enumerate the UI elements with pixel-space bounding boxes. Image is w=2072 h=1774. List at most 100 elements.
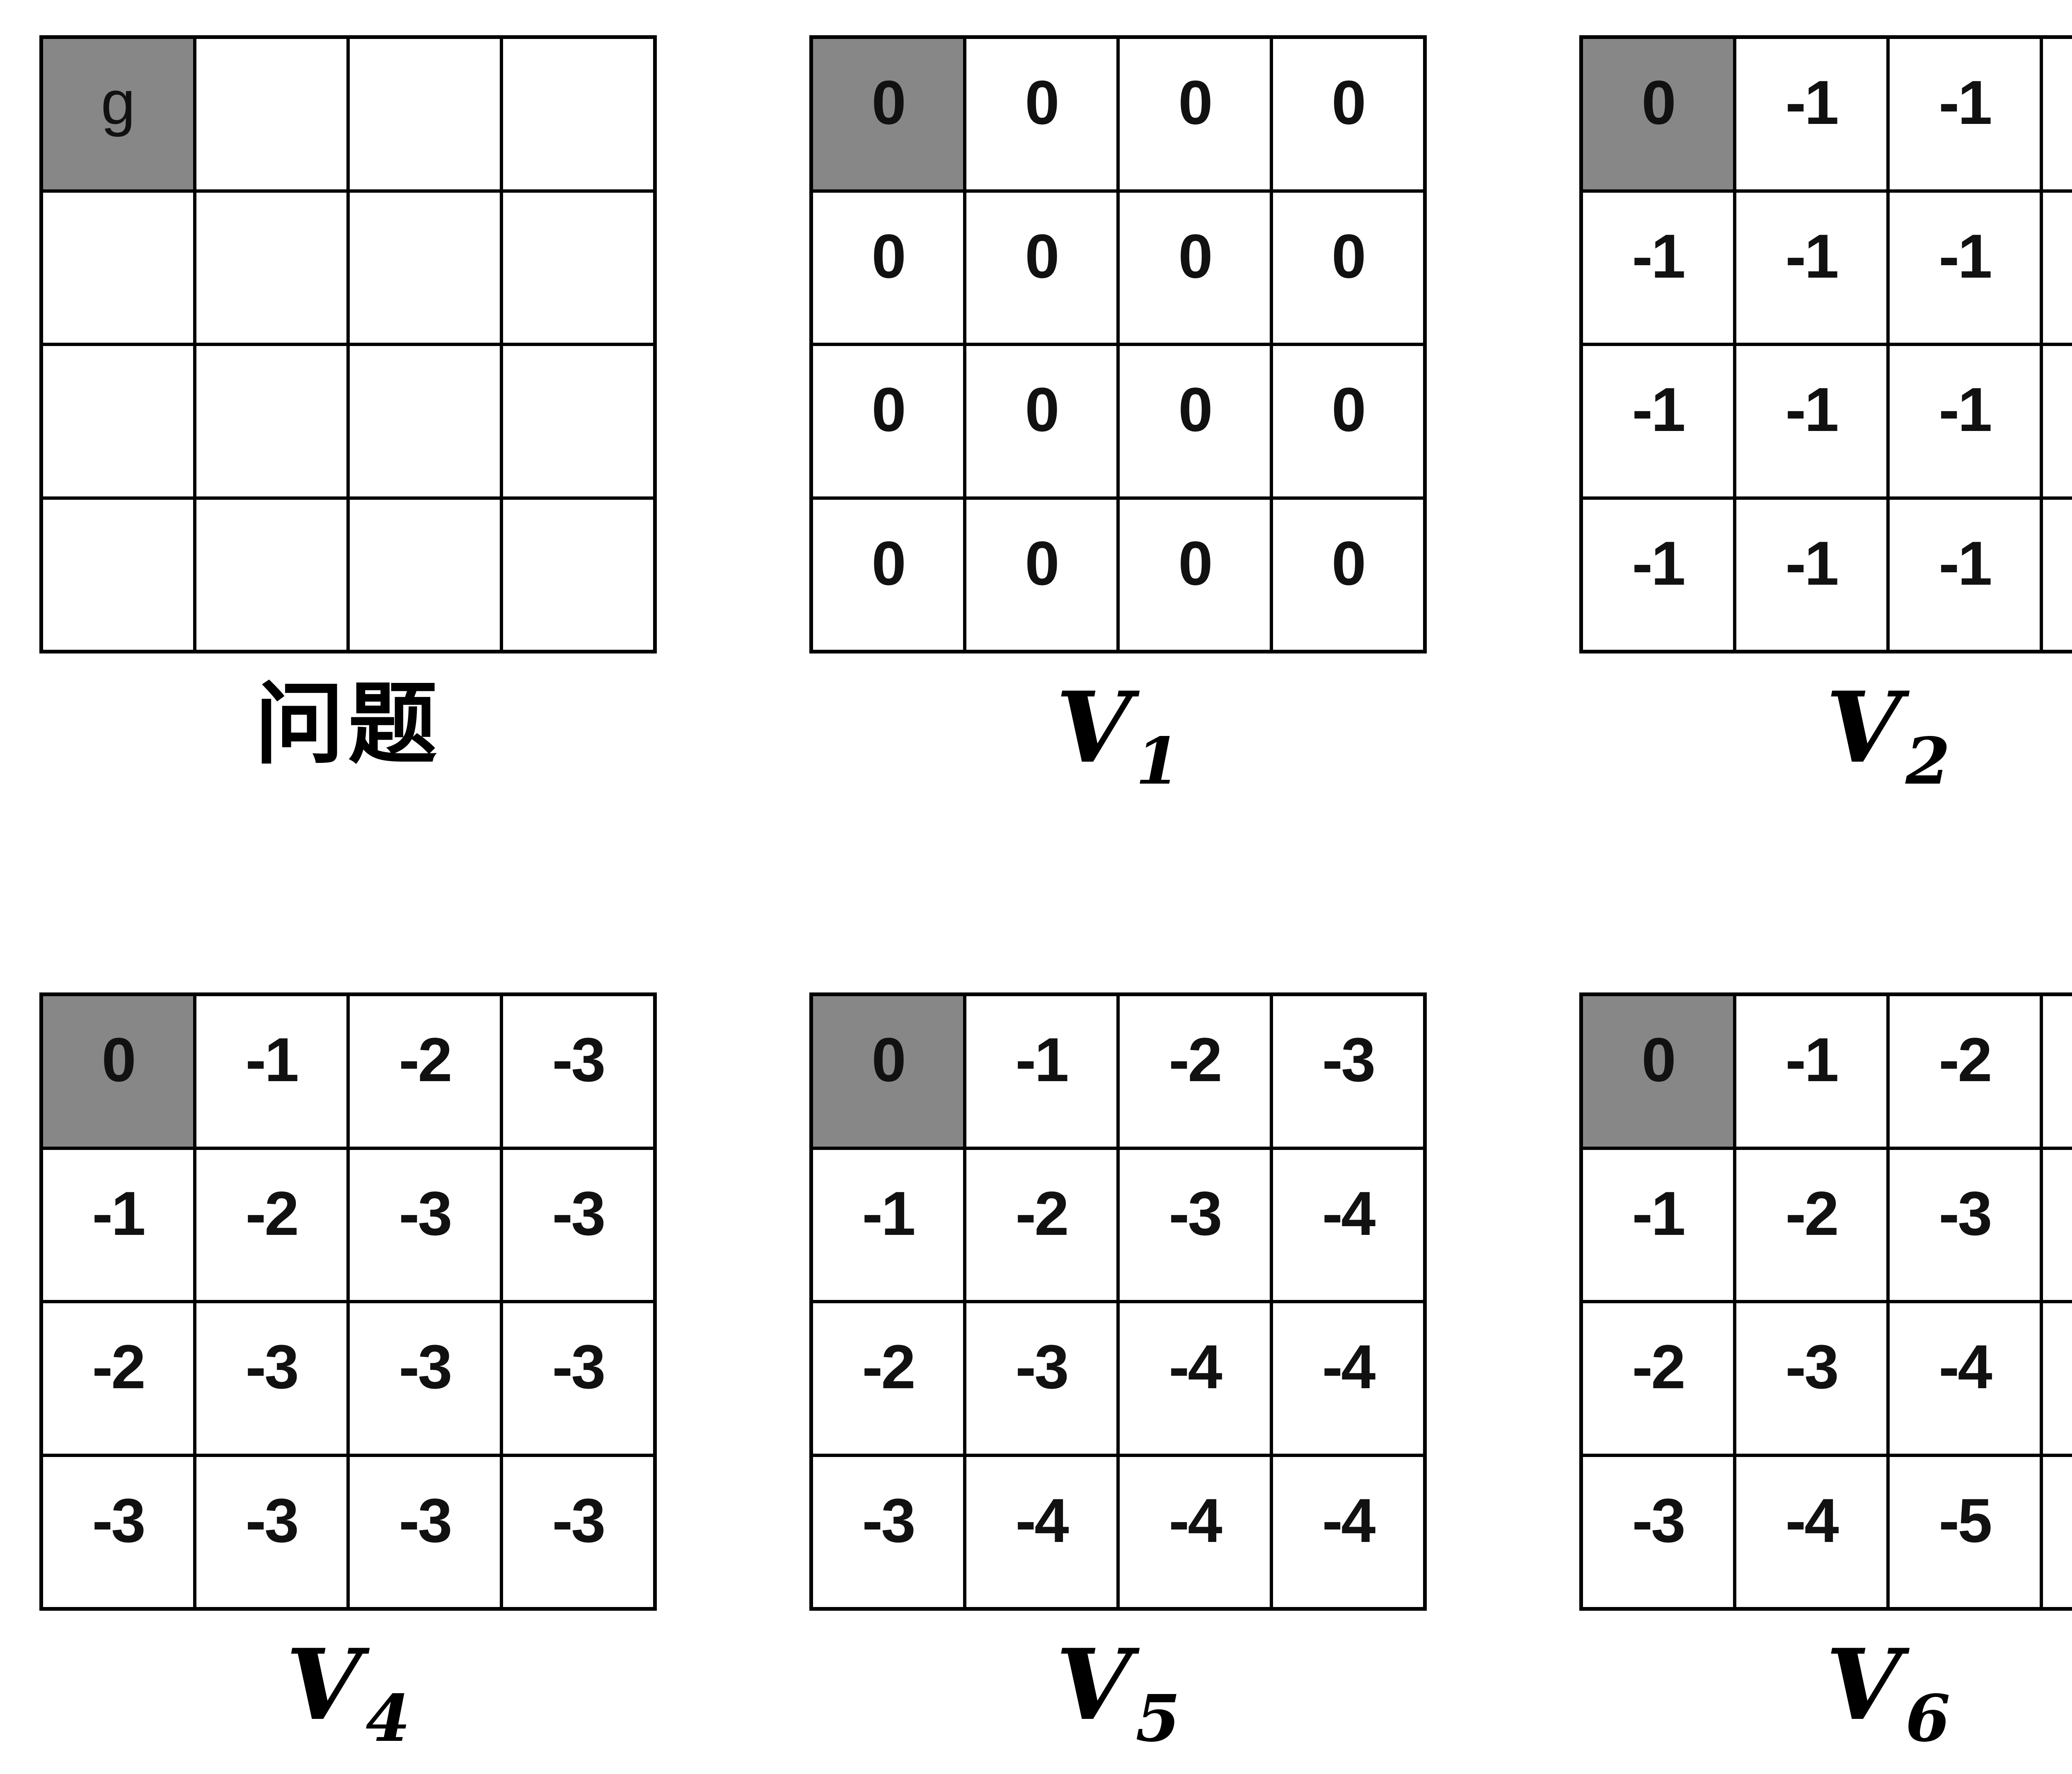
grid-cell-problem-r3c1 bbox=[195, 498, 348, 651]
cell-value: -5 bbox=[1939, 1485, 1992, 1555]
cell-value: -4 bbox=[1322, 1332, 1375, 1402]
grid-cell-problem-r3c3 bbox=[501, 498, 655, 651]
grid-cell-V2-r1c1: -1 bbox=[1735, 191, 1888, 344]
value-grid-V2: 0-1-1-1-1-1-1-1-1-1-1-1-1-1-1-1 bbox=[1579, 35, 2072, 653]
grid-cell-V2-r0c1: -1 bbox=[1735, 37, 1888, 191]
grid-cell-V5-r1c0: -1 bbox=[811, 1148, 965, 1302]
cell-value: 0 bbox=[871, 528, 906, 598]
cell-value: -4 bbox=[1785, 1485, 1839, 1555]
grid-cell-V2-r1c2: -1 bbox=[1888, 191, 2041, 344]
cell-value: -1 bbox=[1632, 1178, 1685, 1248]
grid-cell-V5-r2c3: -4 bbox=[1271, 1302, 1425, 1455]
cell-value: -4 bbox=[1322, 1178, 1375, 1248]
value-grid-V5: 0-1-2-3-1-2-3-4-2-3-4-4-3-4-4-4 bbox=[809, 992, 1427, 1611]
grid-cell-V4-r3c2: -3 bbox=[348, 1455, 501, 1609]
cell-value: -1 bbox=[1785, 1025, 1839, 1095]
value-grid-problem: g bbox=[39, 35, 657, 653]
cell-value: -4 bbox=[1015, 1485, 1069, 1555]
cell-value: -2 bbox=[92, 1332, 145, 1402]
cell-value: -2 bbox=[245, 1178, 299, 1248]
grid-cell-V2-r3c0: -1 bbox=[1581, 498, 1735, 651]
label-text: 问题 bbox=[255, 671, 441, 776]
cell-value: 0 bbox=[1178, 68, 1213, 138]
grid-cell-V6-r1c2: -3 bbox=[1888, 1148, 2041, 1302]
cell-value: -4 bbox=[1169, 1332, 1222, 1402]
cell-value: 0 bbox=[1178, 528, 1213, 598]
cell-value: -3 bbox=[245, 1485, 299, 1555]
grid-cell-V6-r3c0: -3 bbox=[1581, 1455, 1735, 1609]
grid-cell-V1-r1c3: 0 bbox=[1271, 191, 1425, 344]
grid-cell-problem-r2c3 bbox=[501, 344, 655, 498]
grid-label-problem: 问题 bbox=[255, 679, 441, 816]
grid-block-problem: g 问题 bbox=[39, 35, 657, 816]
cell-value: 0 bbox=[1178, 221, 1213, 291]
grid-cell-V4-r3c3: -3 bbox=[501, 1455, 655, 1609]
cell-value: -3 bbox=[1015, 1332, 1069, 1402]
grid-cell-V5-r2c1: -3 bbox=[965, 1302, 1118, 1455]
grid-cell-V1-r2c2: 0 bbox=[1118, 344, 1271, 498]
cell-value: -2 bbox=[1632, 1332, 1685, 1402]
label-variable: V bbox=[1825, 670, 1902, 785]
cell-value: -3 bbox=[1169, 1178, 1222, 1248]
grid-cell-V5-r0c2: -2 bbox=[1118, 995, 1271, 1148]
grid-cell-problem-r1c2 bbox=[348, 191, 501, 344]
grid-cell-problem-r0c2 bbox=[348, 37, 501, 191]
cell-value: -1 bbox=[245, 1025, 299, 1095]
label-variable: V bbox=[1825, 1628, 1902, 1742]
cell-value: 0 bbox=[1331, 221, 1366, 291]
grid-cell-V6-r2c2: -4 bbox=[1888, 1302, 2041, 1455]
cell-value: -3 bbox=[1322, 1025, 1375, 1095]
grid-cell-V6-r0c1: -1 bbox=[1735, 995, 1888, 1148]
grid-cell-V4-r3c0: -3 bbox=[41, 1455, 195, 1609]
grid-cell-V4-r0c1: -1 bbox=[195, 995, 348, 1148]
cell-value: 0 bbox=[871, 68, 906, 138]
grid-cell-V1-r0c2: 0 bbox=[1118, 37, 1271, 191]
grid-cell-V1-r2c1: 0 bbox=[965, 344, 1118, 498]
grid-cell-V2-r1c0: -1 bbox=[1581, 191, 1735, 344]
grid-cell-V1-r2c3: 0 bbox=[1271, 344, 1425, 498]
cell-value: 0 bbox=[1025, 528, 1059, 598]
cell-value: -2 bbox=[862, 1332, 915, 1402]
grid-cell-V6-r1c1: -2 bbox=[1735, 1148, 1888, 1302]
grid-cell-V6-r0c2: -2 bbox=[1888, 995, 2041, 1148]
grid-cell-V1-r3c0: 0 bbox=[811, 498, 965, 651]
grid-cell-V4-r2c2: -3 bbox=[348, 1302, 501, 1455]
cell-value: g bbox=[101, 68, 136, 138]
value-grid-V4: 0-1-2-3-1-2-3-3-2-3-3-3-3-3-3-3 bbox=[39, 992, 657, 1611]
grid-cell-problem-r0c3 bbox=[501, 37, 655, 191]
goal-cell-V1: 0 bbox=[811, 37, 965, 191]
grid-cell-V1-r1c1: 0 bbox=[965, 191, 1118, 344]
grid-cell-V4-r1c0: -1 bbox=[41, 1148, 195, 1302]
grid-cell-V4-r3c1: -3 bbox=[195, 1455, 348, 1609]
cell-value: -3 bbox=[552, 1025, 605, 1095]
cell-value: -3 bbox=[399, 1178, 452, 1248]
cell-value: -1 bbox=[1939, 221, 1992, 291]
grid-cell-V4-r2c0: -2 bbox=[41, 1302, 195, 1455]
grid-cell-V2-r2c2: -1 bbox=[1888, 344, 2041, 498]
grid-cell-V4-r1c2: -3 bbox=[348, 1148, 501, 1302]
value-grid-V6: 0-1-2-3-1-2-3-4-2-3-4-5-3-4-5-5 bbox=[1579, 992, 2072, 1611]
grid-cell-problem-r2c0 bbox=[41, 344, 195, 498]
cell-value: -3 bbox=[1785, 1332, 1839, 1402]
label-subscript: 6 bbox=[1905, 1680, 1951, 1756]
cell-value: -4 bbox=[1169, 1485, 1222, 1555]
grid-cell-V5-r1c3: -4 bbox=[1271, 1148, 1425, 1302]
grid-cell-problem-r1c0 bbox=[41, 191, 195, 344]
cell-value: -1 bbox=[1785, 375, 1839, 445]
cell-value: 0 bbox=[1641, 68, 1676, 138]
cell-value: -1 bbox=[1632, 221, 1685, 291]
grid-cell-V6-r3c1: -4 bbox=[1735, 1455, 1888, 1609]
grid-cell-V2-r2c1: -1 bbox=[1735, 344, 1888, 498]
cell-value: 0 bbox=[871, 1025, 906, 1095]
grid-cell-problem-r2c1 bbox=[195, 344, 348, 498]
grid-cell-problem-r3c2 bbox=[348, 498, 501, 651]
cell-value: -1 bbox=[1015, 1025, 1069, 1095]
cell-value: -1 bbox=[1939, 375, 1992, 445]
grid-cell-V5-r0c1: -1 bbox=[965, 995, 1118, 1148]
cell-value: 0 bbox=[1025, 68, 1059, 138]
